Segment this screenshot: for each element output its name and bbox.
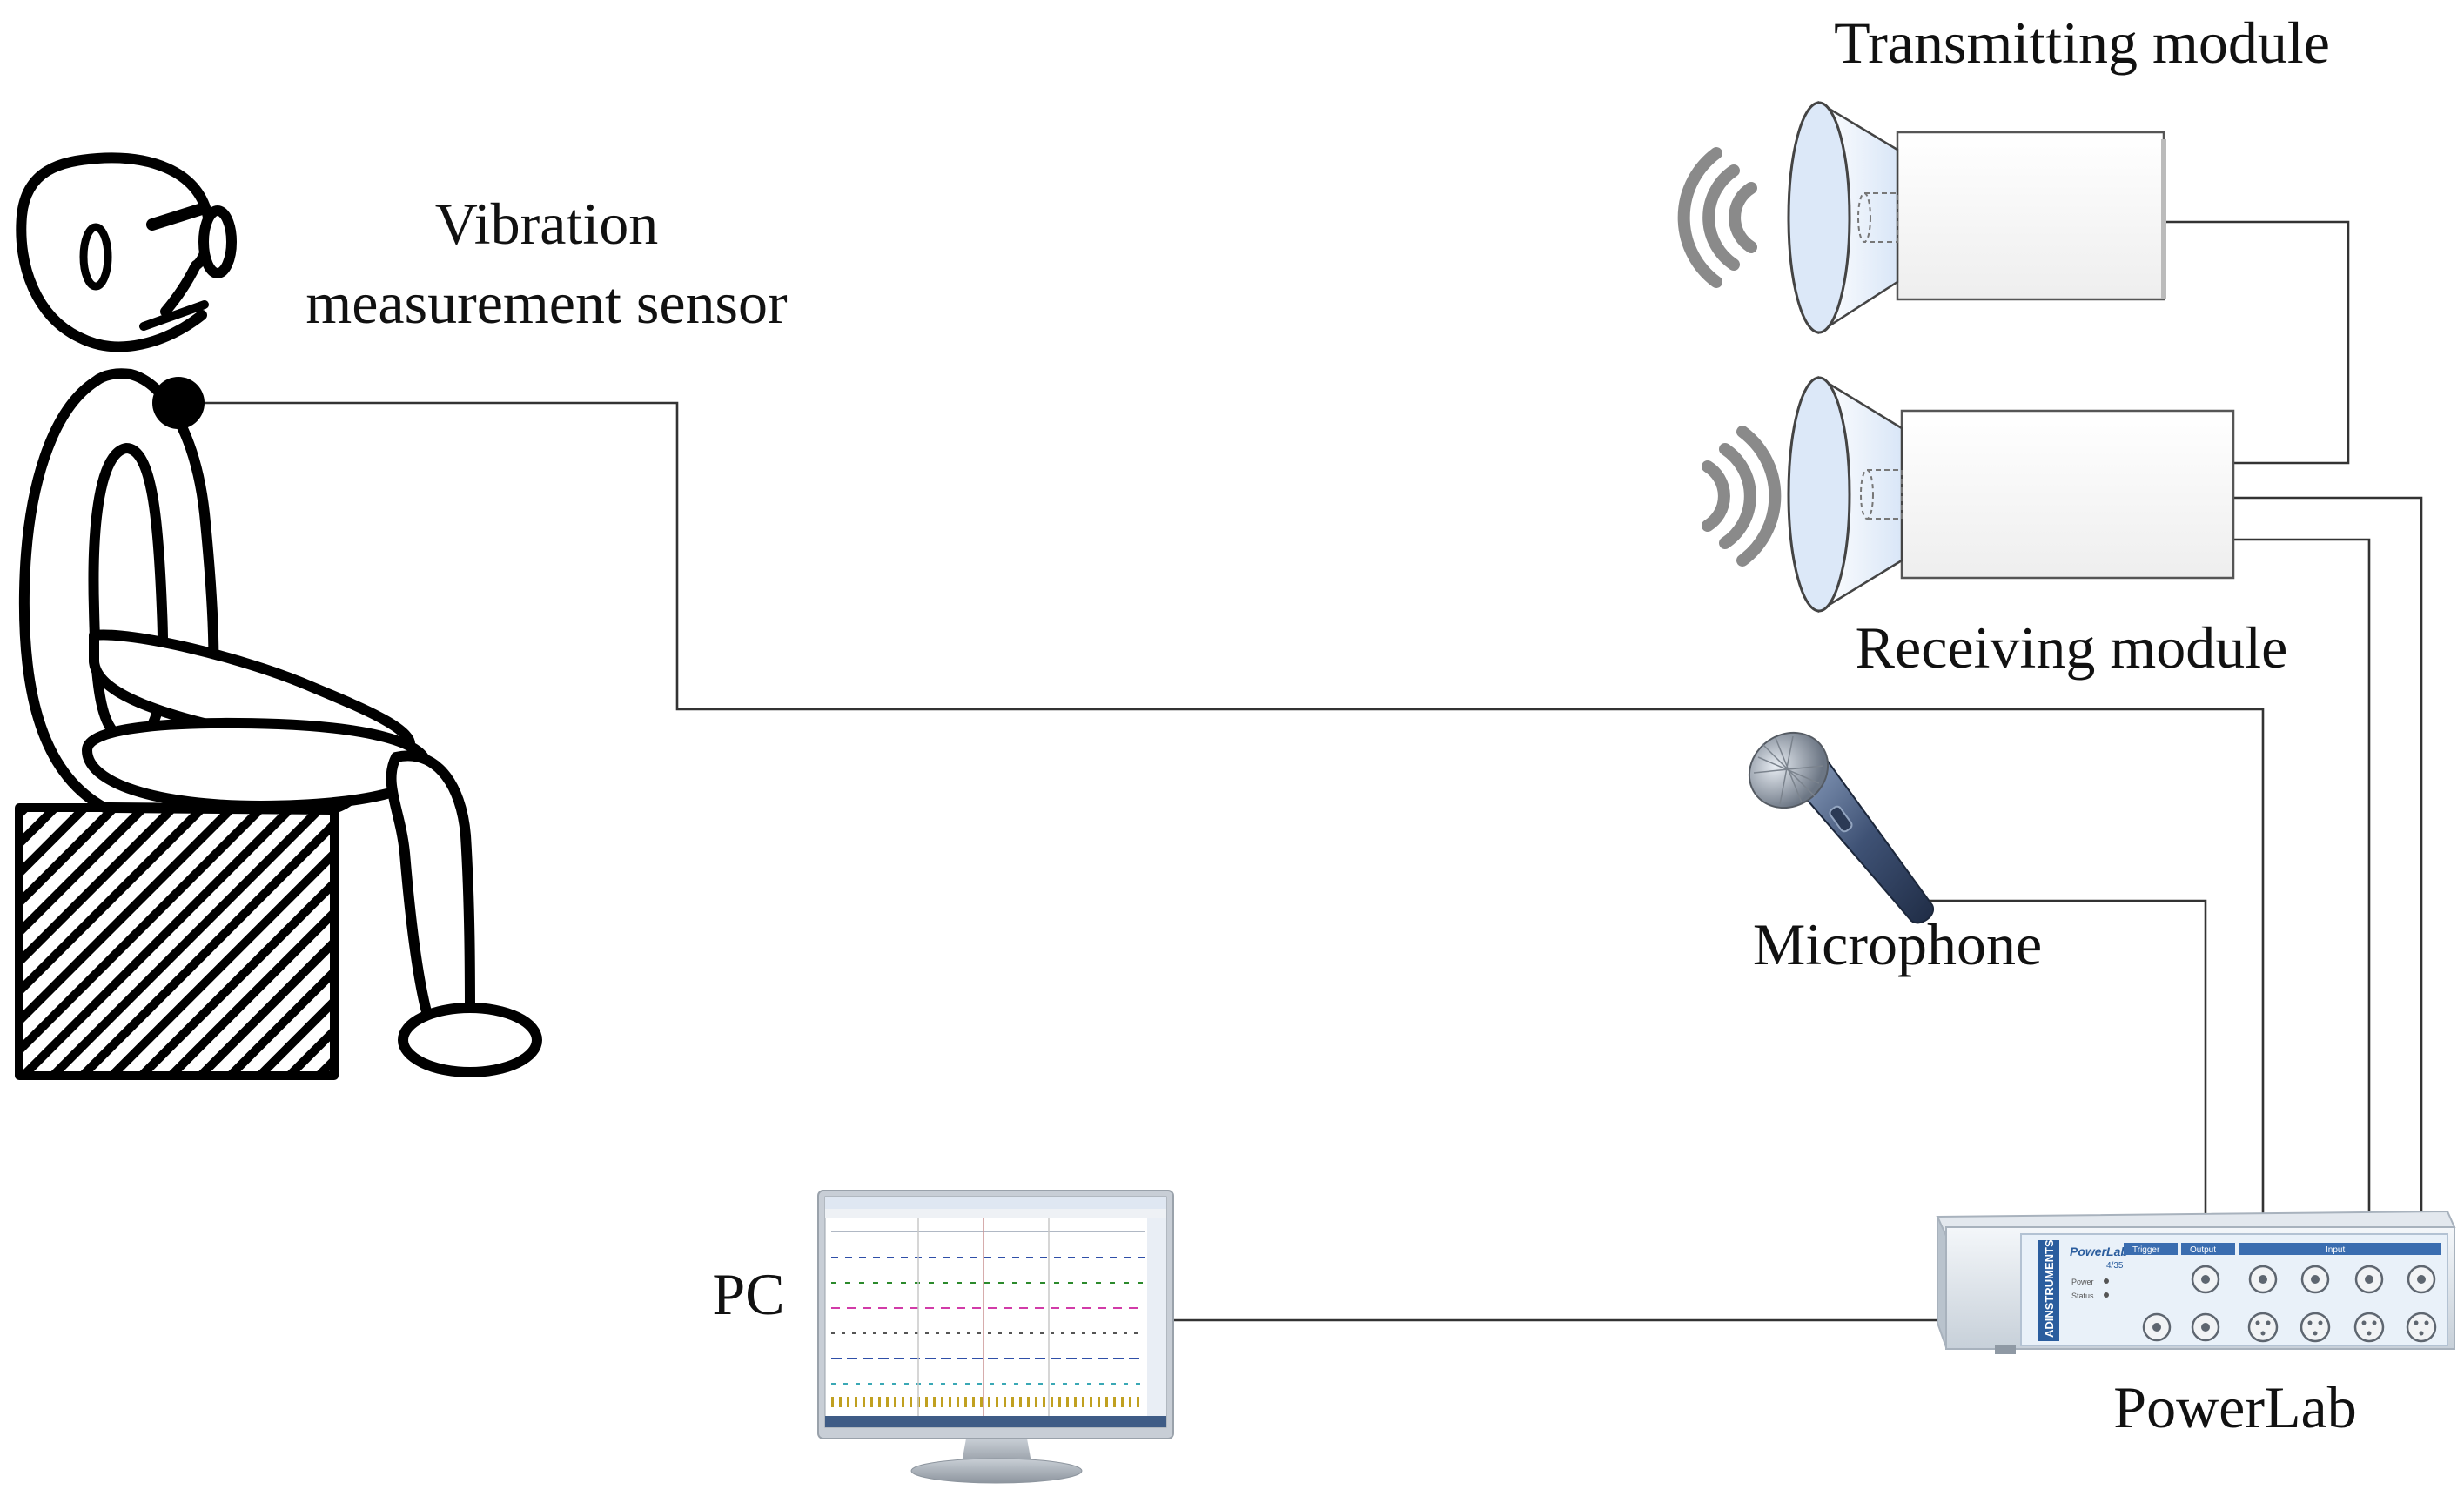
connector-input-3-din (2353, 1312, 2385, 1343)
transmitter-box (1896, 131, 2165, 301)
powerlab-brand-text: ADINSTRUMENTS (2043, 1239, 2056, 1338)
wire-receiver-to-powerlab-a (2233, 496, 2423, 1240)
connector-input-1-din (2247, 1312, 2279, 1343)
monitor-screen (824, 1196, 1167, 1428)
person-mouth (139, 300, 209, 331)
person-thigh (82, 717, 432, 811)
wires (193, 220, 2423, 1322)
powerlab-model-text: PowerLab (2070, 1245, 2128, 1258)
person-ear (198, 205, 237, 278)
receiver-neck (1867, 469, 1903, 520)
powerlab-connector-pins (2152, 1275, 2429, 1336)
person-head (16, 152, 214, 352)
transmitter-horn-mouth (1787, 101, 1851, 334)
monitor-sidepanel (1147, 1218, 1166, 1416)
transmitter-neck (1864, 192, 1898, 243)
monitor-taskbar (825, 1416, 1166, 1427)
powerlab-power-label: Power (2071, 1278, 2094, 1286)
monitor-icon (817, 1190, 1174, 1484)
powerlab-connectors (2142, 1265, 2437, 1343)
connector-input-2-din (2300, 1312, 2331, 1343)
person-eye (79, 223, 112, 291)
mic-grille-mesh (1753, 735, 1824, 805)
powerlab-side (1937, 1216, 1947, 1348)
powerlab-section-input (2239, 1243, 2441, 1255)
mic-switch (1829, 805, 1853, 833)
label-vibration-sensor-line2: measurement sensor (305, 270, 788, 336)
microphone-icon (1748, 731, 1935, 924)
mic-handle (1791, 757, 1935, 924)
wire-receiver-to-powerlab-b (2233, 538, 2371, 1240)
powerlab-status-led (2104, 1292, 2109, 1298)
powerlab-section-trigger (2124, 1243, 2178, 1255)
person-foot (398, 1003, 542, 1077)
label-pc: PC (712, 1261, 784, 1327)
powerlab-section-trigger-text: Trigger (2132, 1245, 2160, 1255)
powerlab-brand-strip (2038, 1240, 2059, 1341)
powerlab-status-label: Status (2071, 1292, 2094, 1300)
seated-person (15, 152, 542, 1080)
sound-waves-icon (1702, 426, 1782, 567)
powerlab-device: ADINSTRUMENTS PowerLab 4/35 Power Status… (1936, 1210, 2456, 1354)
receiving-module (1702, 375, 2235, 614)
receiver-box (1900, 409, 2235, 580)
monitor-waveforms (831, 1218, 1145, 1416)
sound-waves-icon (1677, 147, 1757, 288)
label-transmitting-module: Transmitting module (1834, 10, 2330, 76)
transmitter-neck-ring (1857, 192, 1871, 243)
receiver-horn-mouth (1787, 376, 1851, 613)
person-lower-leg (386, 750, 475, 1034)
powerlab-section-output (2181, 1243, 2235, 1255)
person-eyebrow (146, 203, 208, 231)
label-powerlab: PowerLab (2113, 1374, 2356, 1440)
powerlab-foot-left (1995, 1345, 2016, 1354)
vibration-sensor-dot (152, 377, 205, 429)
connector-input-4-din (2406, 1312, 2437, 1343)
wire-microphone-to-powerlab (1924, 899, 2207, 1240)
powerlab-power-led (2104, 1278, 2109, 1284)
wire-sensor-to-powerlab (193, 401, 2265, 1240)
label-microphone: Microphone (1753, 911, 2042, 977)
monitor-stand-base (910, 1458, 1083, 1484)
powerlab-section-output-text: Output (2190, 1245, 2216, 1255)
label-vibration-sensor-line1: Vibration (435, 191, 659, 257)
transmitting-module (1677, 100, 2166, 335)
receiver-neck-ring (1860, 469, 1874, 520)
stool (15, 803, 339, 1080)
powerlab-section-input-text: Input (2326, 1245, 2345, 1255)
powerlab-model-sub-text: 4/35 (2106, 1261, 2124, 1271)
wire-transmitter-to-receiver (2164, 220, 2350, 465)
label-receiving-module: Receiving module (1856, 614, 2288, 681)
monitor-toolbar (825, 1209, 1166, 1218)
monitor-titlebar (825, 1197, 1166, 1209)
